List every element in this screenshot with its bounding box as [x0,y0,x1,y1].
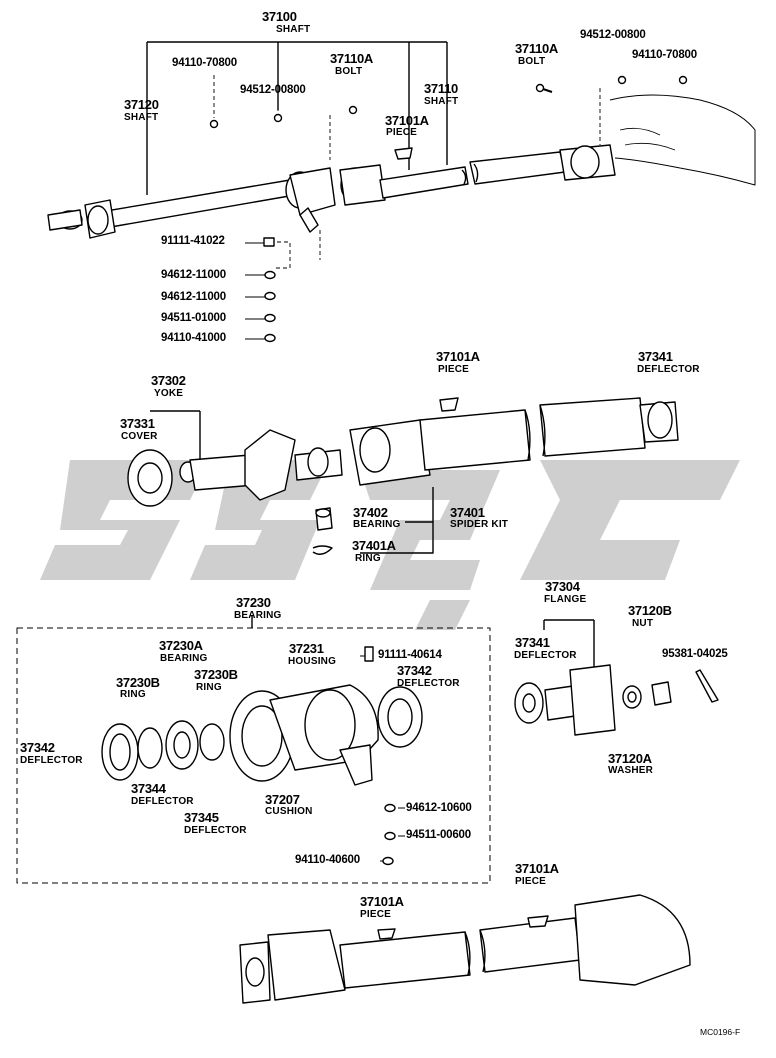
part-name-37120B: NUT [632,618,654,629]
part-number-37341-b: 37341 [515,635,550,650]
part-number-94512-00800-a: 94512-00800 [240,84,306,96]
top-shaft-assembly [47,41,756,343]
part-name-37110A-a: BOLT [335,66,363,77]
part-name-37110A-b: BOLT [518,56,546,67]
part-number-37344: 37344 [131,781,166,796]
part-number-37230: 37230 [236,595,271,610]
part-name-37345: DEFLECTOR [184,825,247,836]
part-name-37230B-b: RING [196,682,222,693]
part-number-94612-11000-a: 94612-11000 [161,269,226,281]
part-name-37101A-a: PIECE [386,127,418,138]
part-number-37304: 37304 [545,579,580,594]
part-number-91111-40614: 91111-40614 [378,649,442,661]
part-number-37230B-a: 37230B [116,675,160,690]
part-number-37110A-a: 37110A [330,51,374,66]
part-name-37101A-c: PIECE [360,909,392,920]
part-name-37344: DEFLECTOR [131,796,194,807]
yoke-spider-assembly [127,397,679,555]
part-number-94511-00600: 94511-00600 [406,829,471,841]
part-number-37342-b: 37342 [20,740,55,755]
flange-assembly [514,619,719,736]
part-name-37302: YOKE [154,388,184,399]
part-number-94110-70800-b: 94110-70800 [632,49,697,61]
part-number-37110: 37110 [424,81,458,96]
part-number-37230B-b: 37230B [194,667,238,682]
part-name-37331: COVER [121,431,158,442]
part-name-37120: SHAFT [124,112,159,123]
part-name-37100: SHAFT [276,24,311,35]
part-number-37231: 37231 [289,641,324,656]
part-number-37110A-b: 37110A [515,41,559,56]
bottom-shaft-assembly [239,894,691,1004]
part-number-94110-70800-a: 94110-70800 [172,57,237,69]
part-name-37401: SPIDER KIT [450,519,509,530]
part-number-94612-11000-b: 94612-11000 [161,291,226,303]
part-number-37302: 37302 [151,373,186,388]
part-number-37345: 37345 [184,810,219,825]
part-name-37401A: RING [355,553,381,564]
part-name-37110: SHAFT [424,96,459,107]
part-name-37230B-a: RING [120,689,146,700]
part-number-37120A: 37120A [608,751,652,766]
part-number-94511-01000: 94511-01000 [161,312,226,324]
part-number-37101A-c: 37101A [360,894,404,909]
part-name-37101A-d: PIECE [515,876,547,887]
part-number-37101A-d: 37101A [515,861,559,876]
part-name-37231: HOUSING [288,656,337,667]
part-name-37230A: BEARING [160,653,208,664]
part-name-37120A: WASHER [608,765,654,776]
part-name-37101A-b: PIECE [438,364,470,375]
part-number-37401: 37401 [450,505,485,520]
part-name-37341-a: DEFLECTOR [637,364,700,375]
leader-lines [245,242,405,862]
diagram-code: MC0196-F [700,1027,741,1037]
part-name-37402: BEARING [353,519,401,530]
part-number-37342-a: 37342 [397,663,432,678]
part-name-37342-b: DEFLECTOR [20,755,83,766]
part-number-37402: 37402 [353,505,388,520]
part-name-37230: BEARING [234,610,282,621]
part-number-37341-a: 37341 [638,349,673,364]
part-number-37120B: 37120B [628,603,672,618]
part-name-37342-a: DEFLECTOR [397,678,460,689]
part-number-94512-00800-b: 94512-00800 [580,29,646,41]
part-number-94612-10600: 94612-10600 [406,802,472,814]
part-number-37101A-a: 37101A [385,113,429,128]
part-number-37100: 37100 [262,9,297,24]
part-name-37304: FLANGE [544,594,587,605]
part-number-37401A: 37401A [352,538,396,553]
part-number-37101A-b: 37101A [436,349,480,364]
part-number-91111-41022: 91111-41022 [161,235,225,247]
center-bearing-assembly [16,616,491,884]
part-number-95381-04025: 95381-04025 [662,648,728,660]
part-number-37331: 37331 [120,416,155,431]
part-number-37230A: 37230A [159,638,203,653]
part-number-94110-41000: 94110-41000 [161,332,226,344]
part-number-37207: 37207 [265,792,300,807]
part-name-37207: CUSHION [265,806,313,817]
part-number-94110-40600: 94110-40600 [295,854,360,866]
part-name-37341-b: DEFLECTOR [514,650,577,661]
part-number-37120: 37120 [124,97,159,112]
